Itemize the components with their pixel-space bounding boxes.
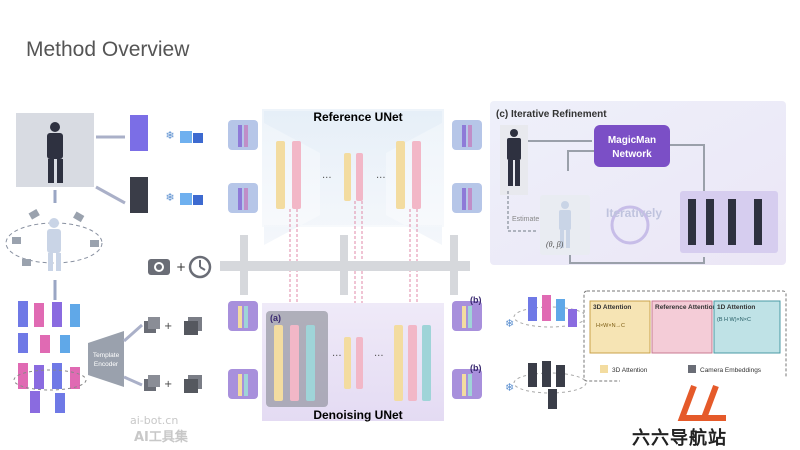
timer-icon [188,255,212,279]
network-label-2: Network [612,149,652,160]
watermark-line2: AI工具集 [134,430,188,445]
svg-text:···: ··· [332,351,342,362]
svg-text:+: + [164,321,172,332]
smpl-body [47,218,61,271]
label-a: (a) [270,313,281,323]
normal-maps-column [13,301,87,413]
ref-pose-1: ❄ [96,115,203,151]
svg-text:···: ··· [376,173,386,184]
legend-3d-title: 3D Attention [593,304,631,311]
legend-ref-title: Reference Attention [655,304,717,311]
watermark-line1: ai-bot.cn [130,414,179,427]
template-encoder-label-1: Template [93,352,120,359]
network-label-1: MagicMan [608,135,656,146]
svg-text:+: + [164,379,172,390]
noise-stack-2: + [144,375,202,393]
output-normals: ❄ [505,295,587,330]
template-encoder [88,331,124,387]
legend-3d-inner: H×W×N→C [596,323,625,329]
legend-3d-key: 3D Attention [612,367,648,374]
site-logo [620,378,790,448]
denoising-unet-title: Denoising UNet [313,408,402,422]
label-b-top: (b) [470,295,482,305]
iterative-refinement-title: (c) Iterative Refinement [496,109,607,120]
legend-camera-key: Camera Embeddings [700,367,762,374]
camera-icon [148,259,170,275]
plus-sign: + [176,260,186,274]
legend-1d-inner: (B H W)×N×C [717,317,751,323]
iteratively-label: Iteratively [606,206,662,220]
snowflake-icon: ❄ [505,317,514,330]
svg-text:···: ··· [322,173,332,184]
estimate-label: Estimate [512,216,539,223]
snowflake-icon: ❄ [165,129,174,142]
label-b-bottom: (b) [470,363,482,373]
reference-unet-title: Reference UNet [313,110,402,124]
legend-1d-title: 1D Attention [717,304,755,311]
person-figure [47,122,63,183]
template-encoder-label-2: Encoder [94,361,119,368]
camera-icons [12,209,99,266]
camera-ring [5,222,103,264]
snowflake-icon: ❄ [165,191,174,204]
output-rgb: ❄ [505,361,587,409]
theta-beta-label: (θ, β) [546,240,564,249]
svg-text:···: ··· [374,351,384,362]
snowflake-icon: ❄ [505,381,514,394]
noise-stack-1: + [144,317,202,335]
page-title: Method Overview [26,38,190,61]
site-name: 六六导航站 [632,428,727,449]
method-diagram: Template Encoder ❄ ❄ + + + Reference UNe… [5,101,787,422]
magicman-network [594,125,670,167]
ref-pose-2: ❄ [95,177,203,213]
